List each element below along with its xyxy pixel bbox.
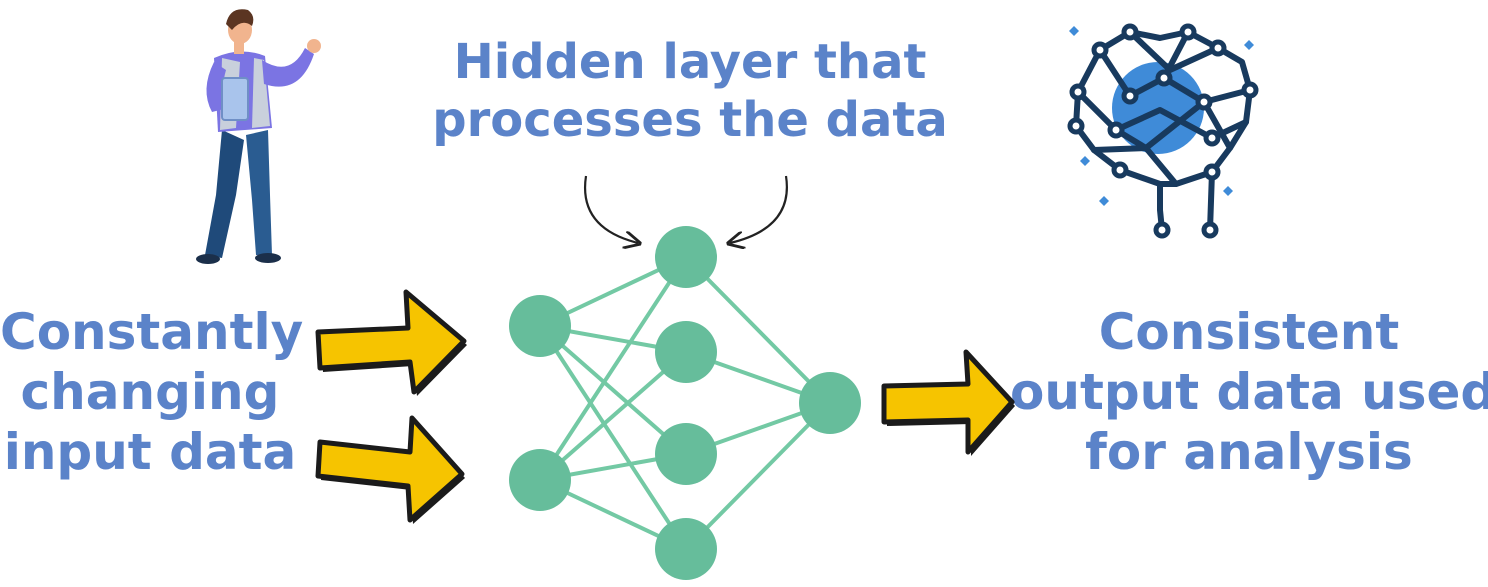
edge-h1-out xyxy=(684,255,832,405)
output-label-line-3: for analysis xyxy=(1085,423,1413,481)
brain-stem-right xyxy=(1207,169,1215,233)
brain-node xyxy=(1203,129,1221,147)
output-label-line-1: Consistent xyxy=(1098,303,1400,361)
brain-circuit-5 xyxy=(1091,87,1253,153)
brain-node xyxy=(1209,39,1227,57)
person-right-leg xyxy=(246,130,272,255)
output-arrow-icon xyxy=(881,349,1015,456)
edge-h4-out xyxy=(684,401,832,551)
hidden-node-3 xyxy=(655,423,717,485)
network-edges xyxy=(538,255,832,551)
input-arrow-bottom-icon xyxy=(315,415,465,524)
brain-node xyxy=(1155,69,1173,87)
person-hand xyxy=(307,39,321,53)
brain-node xyxy=(1067,117,1085,135)
curved-pointer-arrow-right xyxy=(730,175,788,243)
brain-circuit-icon xyxy=(1067,23,1259,239)
brain-node xyxy=(1107,121,1125,139)
input-node-1 xyxy=(509,295,571,357)
hidden-node-1 xyxy=(655,226,717,288)
input-arrow-top-icon xyxy=(315,289,467,396)
person-right-arm xyxy=(262,48,314,87)
brain-circuit-1 xyxy=(1097,29,1191,99)
brain-circuit-2 xyxy=(1127,29,1221,73)
hidden-label-line-2: processes the data xyxy=(432,91,948,148)
hidden-node-4 xyxy=(655,518,717,580)
person-clipboard xyxy=(221,77,249,121)
input-data-label: Constantly changing input data xyxy=(0,302,304,482)
person-hair xyxy=(226,9,254,30)
person-presenting-icon xyxy=(196,9,321,264)
input-label-line-2: changing xyxy=(20,363,280,421)
person-left-shoe xyxy=(196,254,220,264)
sparkle-icon xyxy=(1069,26,1079,36)
brain-node xyxy=(1179,23,1197,41)
person-vest-right xyxy=(252,58,270,128)
output-label-line-2: output data used xyxy=(1010,363,1488,421)
person-neck xyxy=(234,40,244,54)
sparkle-icon xyxy=(1099,196,1109,206)
input-label-line-3: input data xyxy=(3,423,297,481)
brain-node xyxy=(1201,221,1219,239)
brain-node xyxy=(1203,163,1221,181)
input-node-2 xyxy=(509,449,571,511)
person-left-leg xyxy=(205,130,244,258)
edge-in2-h1 xyxy=(538,255,688,482)
brain-node xyxy=(1153,221,1171,239)
brain-node xyxy=(1111,161,1129,179)
person-right-shoe xyxy=(255,253,281,263)
brain-node xyxy=(1069,83,1087,101)
hidden-label-line-1: Hidden layer that xyxy=(453,34,927,90)
brain-node xyxy=(1121,23,1139,41)
output-node xyxy=(799,372,861,434)
edge-in2-h2 xyxy=(538,350,688,482)
hidden-layer-label: Hidden layer that processes the data xyxy=(430,34,950,149)
brain-node xyxy=(1091,41,1109,59)
curved-pointer-arrow-left xyxy=(584,175,638,243)
edge-in1-h4 xyxy=(538,324,688,551)
sparkle-icon xyxy=(1244,40,1254,50)
brain-node xyxy=(1195,93,1213,111)
brain-node xyxy=(1121,87,1139,105)
output-data-label: Consistent output data used for analysis xyxy=(1010,302,1488,482)
edge-in1-h3 xyxy=(538,324,688,456)
input-label-line-1: Constantly xyxy=(0,303,304,361)
sparkle-icon xyxy=(1223,186,1233,196)
network-nodes xyxy=(509,226,861,580)
sparkle-icon xyxy=(1080,156,1090,166)
brain-node xyxy=(1241,81,1259,99)
hidden-node-2 xyxy=(655,321,717,383)
